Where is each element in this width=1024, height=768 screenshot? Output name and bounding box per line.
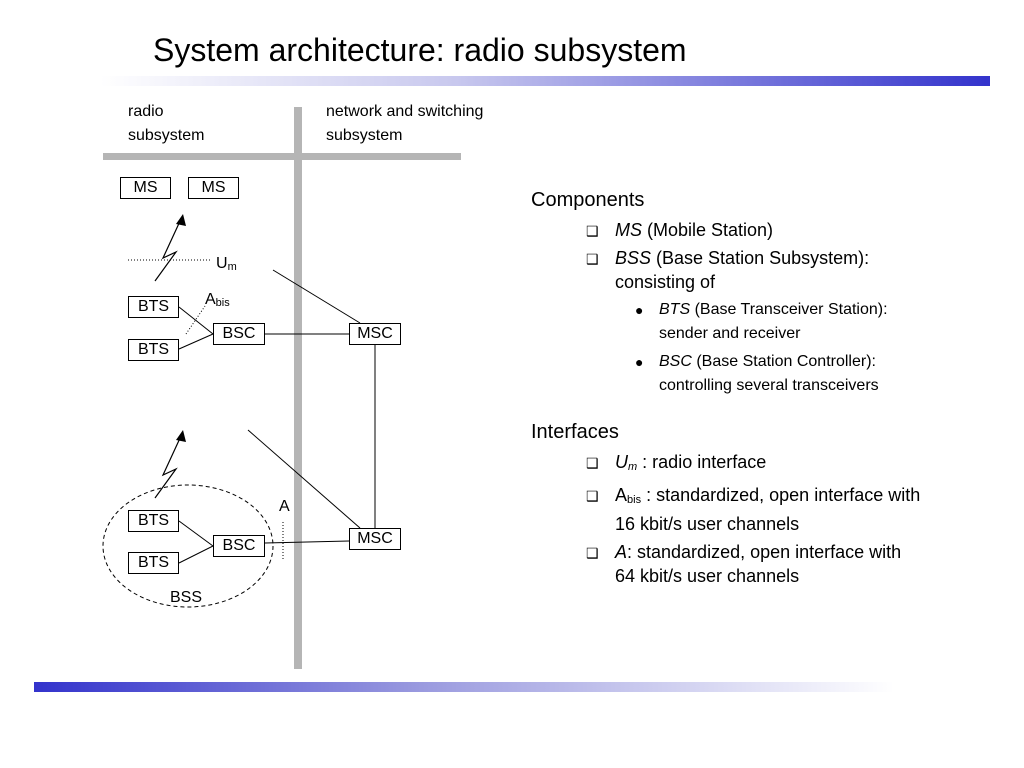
subcomponent-bts: ● BTS (Base Transceiver Station): sender…: [531, 298, 1011, 346]
radio-link-top: [154, 218, 182, 282]
bts1-bsc-line: [178, 306, 214, 335]
interface-abis: ❑ Abis : standardized, open interface wi…: [586, 485, 921, 534]
dot-bullet-icon: ●: [635, 302, 644, 318]
bts4-bsc-line: [178, 545, 214, 564]
ms-box-1: MS: [120, 177, 171, 199]
radio-arrow-top: [176, 214, 186, 226]
interface-a: ❑ A: standardized, open interface with 6…: [586, 542, 902, 586]
square-bullet-icon: ❑: [586, 488, 599, 504]
bts-box-top-1: BTS: [128, 296, 179, 318]
bsc-box-bottom: BSC: [213, 535, 265, 557]
page-title: System architecture: radio subsystem: [153, 32, 687, 68]
bsc-box-top: BSC: [213, 323, 265, 345]
description-panel: Components ❑ MS (Mobile Station) ❑ BSS (…: [531, 186, 1011, 588]
horizontal-separator: [103, 153, 461, 160]
network-label-line2: subsystem: [326, 127, 403, 144]
bss-label: BSS: [170, 589, 203, 606]
bts2-bsc-line: [178, 333, 214, 350]
radio-subsystem-label: radio subsystem: [128, 100, 204, 148]
radio-link-bottom: [154, 435, 182, 499]
msc-box-bottom: MSC: [349, 528, 401, 550]
top-gradient-bar: [100, 76, 990, 86]
abis-label: Abis: [205, 291, 230, 309]
a-label: A: [279, 498, 290, 515]
square-bullet-icon: ❑: [586, 455, 599, 471]
square-bullet-icon: ❑: [586, 545, 599, 561]
bts-box-bottom-1: BTS: [128, 510, 179, 532]
bts-box-bottom-2: BTS: [128, 552, 179, 574]
bss-ellipse: [102, 484, 274, 608]
network-link-top: [272, 269, 361, 324]
ms-box-2: MS: [188, 177, 239, 199]
radio-label-line2: subsystem: [128, 127, 205, 144]
dot-bullet-icon: ●: [635, 354, 644, 370]
um-label: Um: [216, 255, 237, 273]
bts-box-top-2: BTS: [128, 339, 179, 361]
square-bullet-icon: ❑: [586, 251, 599, 267]
network-link-bottom: [247, 429, 361, 529]
components-heading: Components: [531, 189, 645, 211]
component-ms: ❑ MS (Mobile Station): [531, 218, 1011, 242]
radio-arrow-bottom: [176, 430, 186, 442]
bts3-bsc-line: [178, 520, 214, 547]
bsc-msc-line-bottom: [264, 540, 350, 544]
radio-label-line1: radio: [128, 103, 164, 120]
subcomponent-bsc: ● BSC (Base Station Controller): control…: [531, 350, 1011, 398]
interfaces-heading: Interfaces: [531, 421, 619, 443]
component-bss: ❑ BSS (Base Station Subsystem): consisti…: [586, 248, 870, 292]
network-label-line1: network and switching: [326, 103, 484, 120]
network-subsystem-label: network and switching subsystem: [326, 100, 483, 148]
vertical-separator: [294, 107, 302, 669]
interface-um: ❑ Um : radio interface: [586, 452, 767, 473]
bottom-gradient-bar: [34, 682, 894, 692]
square-bullet-icon: ❑: [586, 223, 599, 239]
msc-box-top: MSC: [349, 323, 401, 345]
